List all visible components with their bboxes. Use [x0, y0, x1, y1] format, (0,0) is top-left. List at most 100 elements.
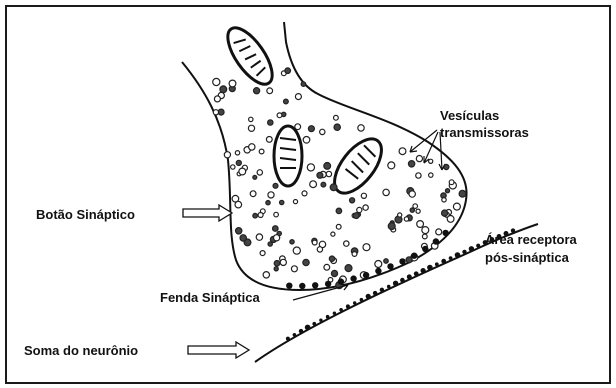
vesicle	[293, 200, 297, 204]
vesicle	[266, 137, 272, 143]
vesicle	[284, 99, 289, 104]
vesicle	[416, 209, 420, 213]
active-zone-vesicle	[411, 253, 417, 259]
vesicle	[331, 270, 337, 276]
vesicle	[285, 68, 291, 74]
vesicle	[388, 223, 395, 230]
vesicle	[358, 125, 364, 131]
vesicle	[290, 240, 294, 244]
receptor-dot	[286, 337, 290, 341]
active-zone-vesicle	[387, 263, 393, 269]
vesicle	[253, 175, 257, 179]
receptor-dot	[441, 259, 446, 264]
receptor-dot	[462, 250, 466, 254]
receptor-dot	[333, 312, 336, 315]
receptor-dot	[299, 329, 303, 333]
vesicle	[331, 232, 335, 236]
vesicle	[320, 129, 325, 134]
vesicle	[308, 126, 314, 132]
vesicle	[317, 172, 323, 178]
vesicle	[229, 80, 236, 87]
active-zone-vesicle	[375, 268, 381, 274]
vesicle	[413, 204, 418, 209]
vesicle	[268, 242, 272, 246]
receptor-dot	[360, 298, 364, 302]
vesicle	[384, 259, 389, 264]
label-receptor-area-line1: Área receptora	[485, 232, 578, 247]
vesicle	[248, 125, 254, 131]
vesicle	[291, 266, 297, 272]
receptor-dot	[293, 333, 297, 337]
vesicle	[422, 234, 427, 239]
label-neuron-soma: Soma do neurônio	[24, 343, 138, 358]
receptor-dot	[346, 304, 350, 308]
vesicle	[295, 94, 301, 100]
vesicle	[277, 113, 282, 118]
vesicle	[442, 198, 446, 202]
vesicle	[213, 78, 220, 85]
vesicle	[326, 171, 331, 176]
vesicle	[324, 163, 331, 170]
receptor-dot	[312, 322, 316, 326]
receptor-dot	[407, 274, 412, 279]
vesicle	[266, 201, 270, 205]
vesicle	[301, 82, 306, 87]
vesicle	[344, 241, 349, 246]
vesicle	[399, 148, 406, 155]
vesicle	[236, 228, 242, 234]
vesicle	[416, 173, 421, 178]
vesicle	[280, 259, 286, 265]
active-zone-vesicle	[299, 283, 305, 289]
active-zone-vesicle	[312, 282, 318, 288]
vesicle	[363, 244, 370, 251]
receptor-dot	[373, 291, 377, 295]
vesicle	[213, 110, 218, 115]
label-vesicles-line2: transmissoras	[440, 125, 529, 140]
active-zone-vesicle	[350, 275, 356, 281]
vesicle	[459, 190, 466, 197]
vesicle	[303, 137, 310, 144]
vesicle	[334, 124, 340, 130]
vesicle	[408, 161, 414, 167]
vesicle	[353, 213, 359, 219]
vesicle	[409, 191, 415, 197]
vesicle	[254, 88, 260, 94]
active-zone-vesicle	[442, 230, 448, 236]
vesicle	[280, 200, 284, 204]
vesicle	[267, 88, 273, 94]
receptor-dot	[414, 271, 419, 276]
vesicle	[236, 160, 241, 165]
active-zone-vesicle	[433, 238, 439, 244]
vesicle	[330, 184, 337, 191]
label-vesicles-line1: Vesículas	[440, 108, 499, 123]
receptor-dot	[339, 308, 343, 312]
vesicle	[361, 193, 366, 198]
vesicle	[334, 115, 339, 120]
receptor-dot	[476, 244, 480, 248]
vesicle	[345, 265, 352, 272]
receptor-dot	[427, 265, 433, 271]
vesicle	[258, 213, 263, 218]
vesicle	[295, 124, 301, 130]
receptor-dot	[449, 256, 453, 260]
receptor-dot	[387, 285, 391, 289]
receptor-dot	[455, 252, 461, 258]
vesicle	[249, 144, 255, 150]
vesicle	[220, 86, 227, 93]
vesicle	[235, 151, 239, 155]
vesicle	[310, 181, 317, 188]
vesicle	[317, 247, 322, 252]
receptor-dot	[353, 301, 356, 304]
vesicle	[259, 149, 264, 154]
vesicle	[268, 192, 274, 198]
vesicle	[302, 191, 307, 196]
vesicle	[336, 224, 341, 229]
vesicle	[231, 165, 235, 169]
receptor-dot	[326, 315, 330, 319]
receptor-dot	[305, 325, 311, 331]
vesicle	[445, 189, 449, 193]
vesicle	[398, 213, 402, 217]
vesicle	[449, 180, 454, 185]
vesicle	[429, 159, 433, 163]
